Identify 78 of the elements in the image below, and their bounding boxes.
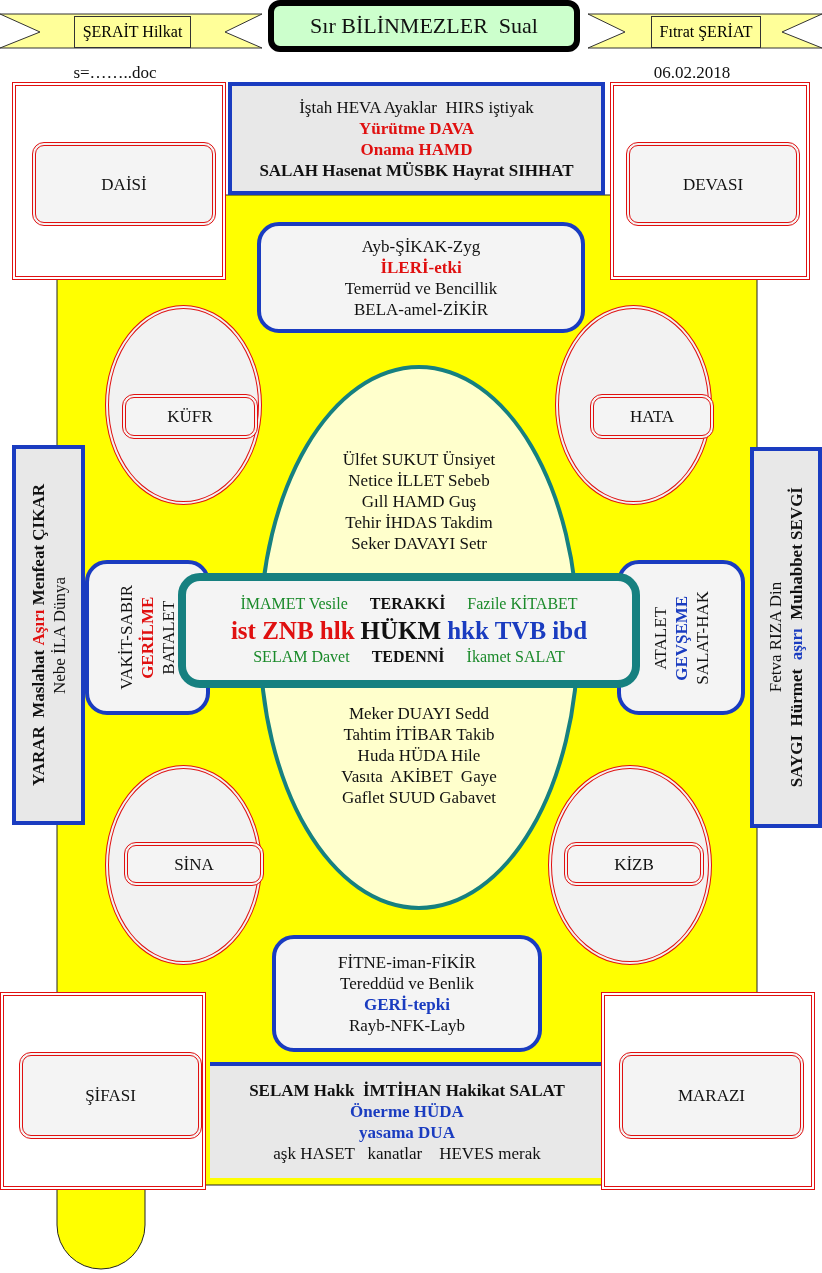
- label-box: [619, 1052, 804, 1139]
- node-text: SALAT-HAK: [691, 590, 713, 685]
- label-box: [19, 1052, 202, 1139]
- node-text: SELAM Hakk İMTİHAN Hakikat SALAT: [249, 1080, 565, 1101]
- text-panel: [210, 1062, 604, 1178]
- node-text: BATALET: [158, 599, 179, 677]
- node-text: HATA: [630, 406, 674, 427]
- node-text: GEVŞEME: [670, 594, 692, 682]
- node-text: YARAR Maslahat Aşırı Menfeat ÇIKAR: [27, 483, 49, 787]
- node-text: Fazile KİTABET: [467, 594, 578, 614]
- node-text: VAKİT-SABIR: [116, 585, 137, 690]
- text-panel: [228, 82, 605, 195]
- node-text: Vasıta AKİBET Gaye: [341, 766, 497, 787]
- framed-panel: [601, 992, 815, 1190]
- node-text: İştah HEVA Ayaklar HIRS iştiyak: [299, 96, 534, 118]
- node-text: GERİ-tepki: [364, 993, 450, 1015]
- node-text: DEVASI: [682, 173, 744, 195]
- node-text: SİNA: [174, 853, 214, 875]
- node-text: aşk HASET kanatlar HEVES merak: [273, 1143, 541, 1164]
- banner-label: ŞERAİT Hilkat: [73, 16, 192, 48]
- node-text: Ülfet SUKUT Ünsiyet: [342, 449, 496, 470]
- node-text: Huda HÜDA Hile: [356, 745, 482, 766]
- node-text: Seker DAVAYI Setr: [350, 533, 488, 554]
- label-box: [122, 394, 258, 439]
- node-text: GERİLME: [137, 595, 158, 681]
- node-text: hkk TVB ibd: [447, 616, 588, 646]
- node-text: İkamet SALAT: [466, 647, 565, 667]
- node-text: Fetva RIZA Din: [765, 581, 786, 695]
- rounded-box: [257, 222, 585, 333]
- node-text: FİTNE-iman-FİKİR: [338, 951, 476, 973]
- node-text: TERAKKİ: [369, 593, 446, 614]
- node-text: TEDENNİ: [371, 646, 445, 667]
- side-panel: [12, 445, 85, 825]
- node-text: Yürütme DAVA: [358, 117, 475, 139]
- rounded-box: [272, 935, 542, 1052]
- node-text: Önerme HÜDA: [350, 1101, 464, 1122]
- label-box: [124, 842, 264, 886]
- node-text: ATALET: [649, 605, 671, 672]
- node-text: HÜKM: [360, 616, 442, 646]
- node-text: BELA-amel-ZİKİR: [353, 298, 489, 320]
- framed-panel: [0, 992, 206, 1190]
- node-text: Gaflet SUUD Gabavet: [341, 787, 497, 808]
- node-text: Meker DUAYI Sedd: [347, 703, 491, 724]
- node-text: KİZB: [614, 853, 654, 875]
- label-box: [564, 842, 704, 886]
- node-text: SAYGI Hürmet aşırı Muhabbet SEVGİ: [786, 487, 807, 788]
- central-box: [178, 573, 640, 688]
- node-text: ŞİFASI: [85, 1085, 136, 1106]
- label-box: [626, 142, 800, 226]
- header-note: s=……..doc: [72, 62, 158, 83]
- node-text: Onama HAMD: [360, 138, 473, 160]
- node-text: Netice İLLET Sebeb: [347, 470, 491, 491]
- node-text: yasama DUA: [359, 1122, 455, 1143]
- node-text: Rayb-NFK-Layb: [348, 1014, 466, 1036]
- header-note: 06.02.2018: [652, 62, 732, 83]
- node-text: DAİSİ: [101, 173, 147, 195]
- label-box: [590, 394, 714, 439]
- node-text: İLERİ-etki: [380, 256, 462, 278]
- node-text: SALAH Hasenat MÜSBK Hayrat SIHHAT: [259, 159, 574, 181]
- node-text: Nebe İLA Dünya: [48, 575, 70, 696]
- side-panel: [750, 447, 822, 828]
- node-text: MARAZI: [677, 1085, 746, 1106]
- node-text: Ayb-ŞİKAK-Zyg: [361, 235, 481, 257]
- node-text: Tereddüd ve Benlik: [340, 972, 474, 994]
- node-text: SELAM Davet: [253, 647, 350, 667]
- node-text: Tehir İHDAS Takdim: [344, 512, 494, 533]
- framed-panel: [610, 82, 810, 280]
- banner-label: Fıtrat ŞERİAT: [650, 16, 762, 48]
- node-text: ist ZNB hlk: [230, 616, 355, 646]
- node-text: Gıll HAMD Guş: [360, 491, 478, 512]
- label-box: [32, 142, 216, 226]
- title-box: [268, 0, 580, 52]
- node-text: Sır BİLİNMEZLER Sual: [310, 13, 538, 39]
- node-text: Temerrüd ve Bencillik: [344, 277, 498, 299]
- node-text: Tahtim İTİBAR Takib: [342, 724, 496, 745]
- framed-panel: [12, 82, 226, 280]
- node-text: İMAMET Vesile: [240, 594, 348, 614]
- node-text: KÜFR: [167, 406, 213, 427]
